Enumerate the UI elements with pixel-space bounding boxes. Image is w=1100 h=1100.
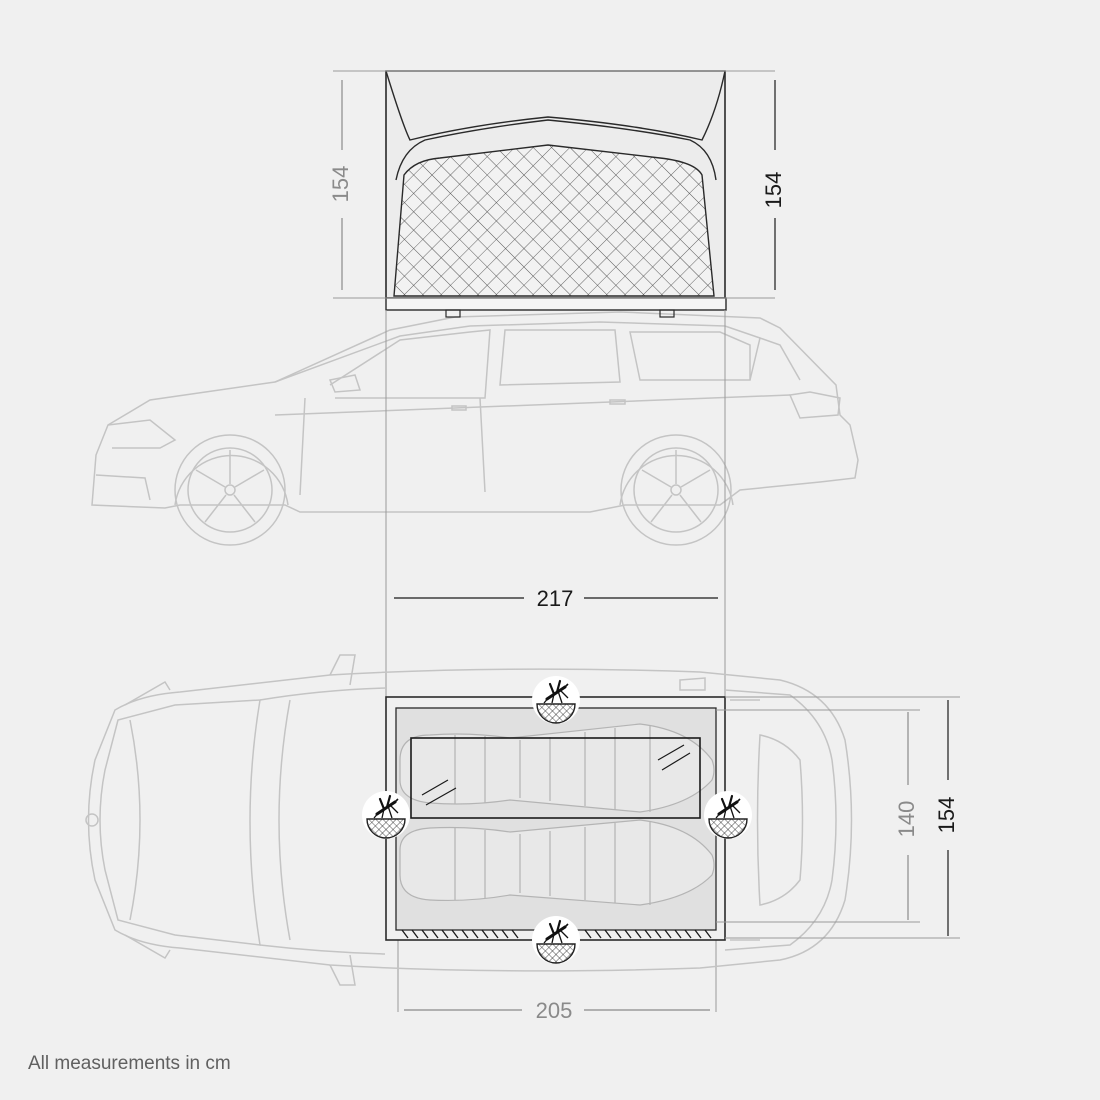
mosquito-net-icon — [361, 790, 411, 840]
dim-height-left: 154 — [328, 80, 353, 290]
dim-length-roof-label: 217 — [537, 586, 574, 611]
tent-side-view — [385, 70, 727, 318]
mosquito-net-icon — [703, 790, 753, 840]
dim-width-inner-label: 140 — [894, 801, 919, 838]
measurement-footnote: All measurements in cm — [28, 1053, 231, 1074]
dim-length-floor: 205 — [404, 998, 710, 1023]
sleeping-bag-upper — [399, 723, 715, 813]
dim-width-outer: 154 — [934, 700, 959, 936]
sleeping-bag-lower — [399, 819, 715, 906]
car-side-view — [91, 311, 859, 546]
car-top-view — [85, 654, 853, 986]
dim-length-floor-label: 205 — [536, 998, 573, 1023]
mosquito-net-icon — [531, 915, 581, 965]
dim-height-right-label: 154 — [761, 172, 786, 209]
door-zipper — [401, 929, 712, 939]
tent-top-view — [385, 696, 726, 941]
dim-width-outer-label: 154 — [934, 797, 959, 834]
dim-length-roof: 217 — [394, 586, 718, 611]
dim-height-left-label: 154 — [328, 166, 353, 203]
mosquito-net-icon — [531, 675, 581, 725]
dim-height-right: 154 — [761, 80, 786, 290]
dim-width-inner: 140 — [894, 712, 919, 920]
top-guide-lines — [716, 696, 960, 939]
